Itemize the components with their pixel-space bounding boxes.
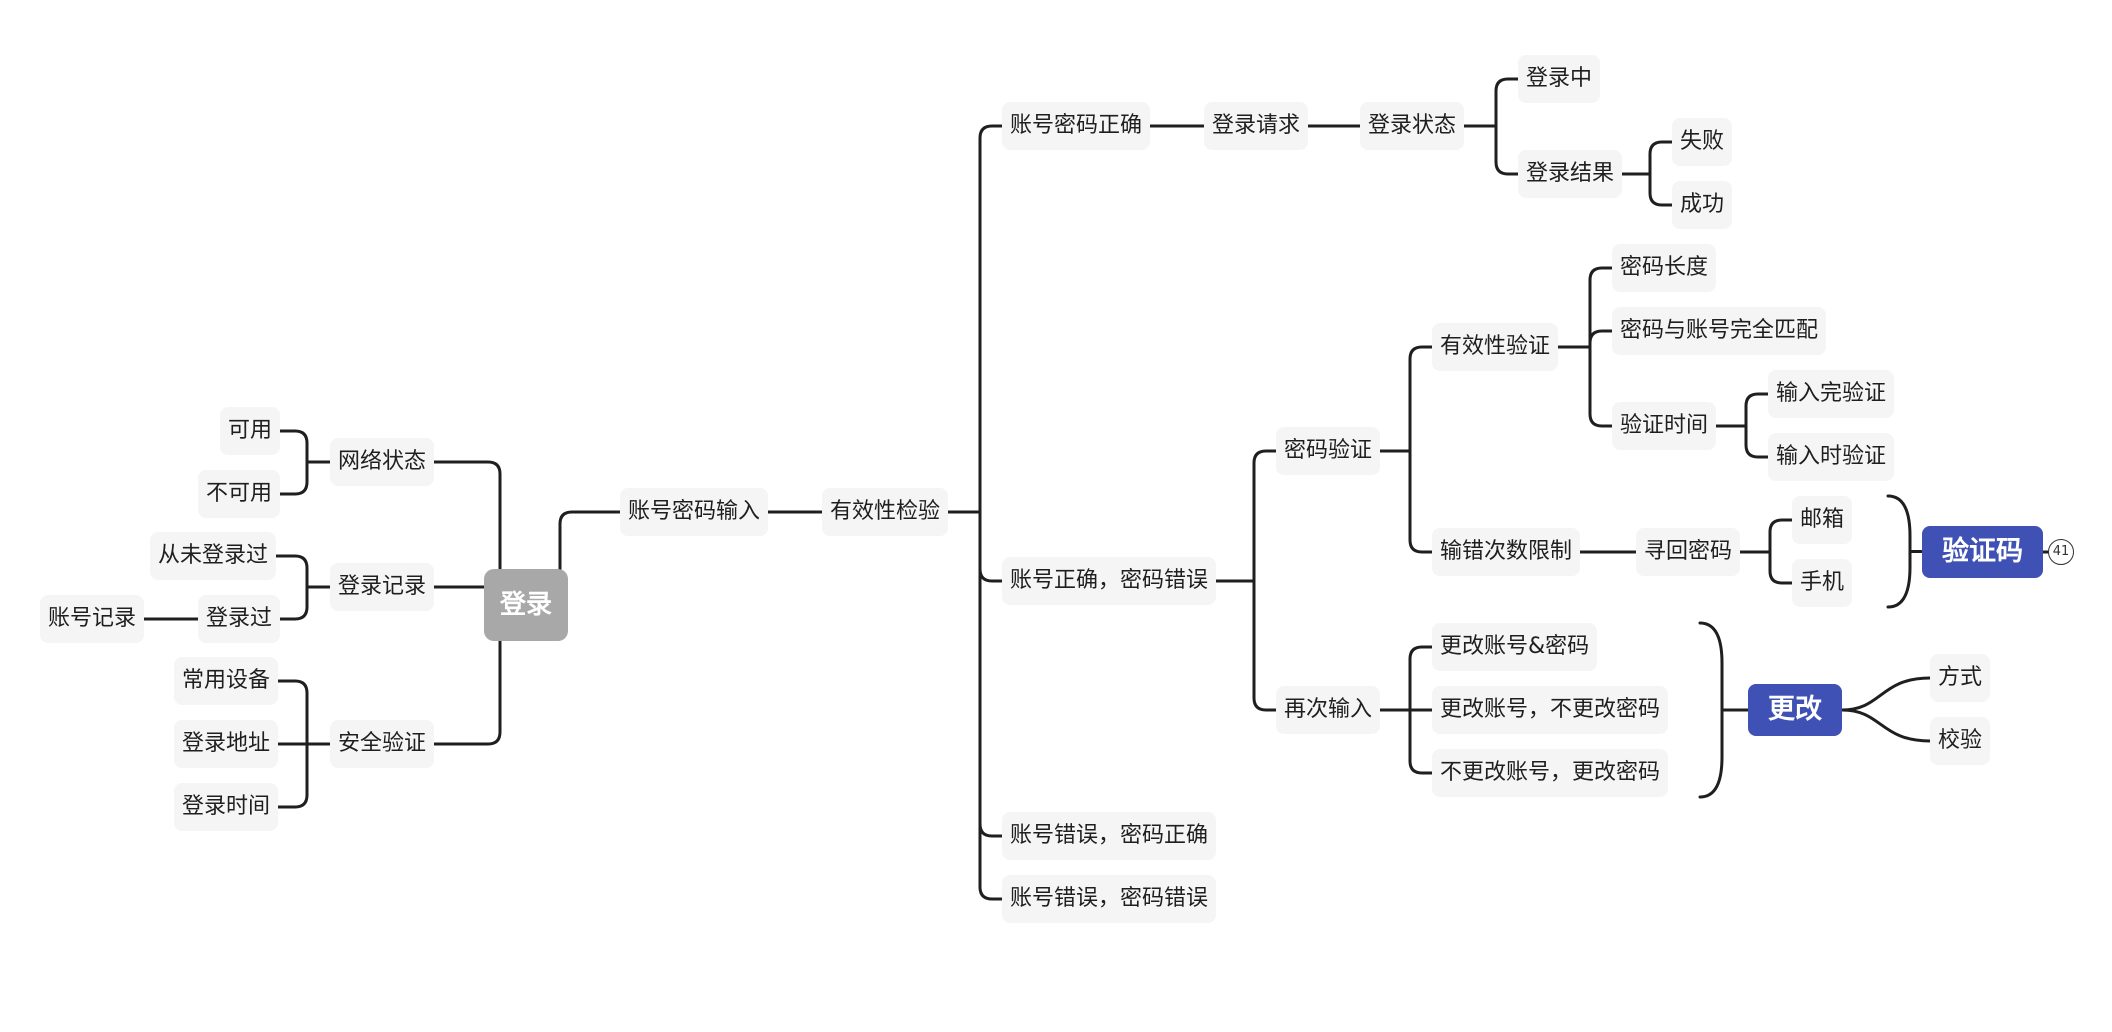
verify-fan-branch-0	[1408, 345, 1434, 453]
node-logging-in[interactable]: 登录中	[1518, 55, 1601, 103]
summary-change[interactable]: 更改	[1748, 684, 1842, 736]
node-reenter[interactable]: 再次输入	[1276, 686, 1381, 734]
root-main-link	[558, 510, 622, 571]
security-fan-branch-0	[276, 679, 309, 746]
node-validity-verify[interactable]: 有效性验证	[1432, 323, 1559, 371]
node-email[interactable]: 邮箱	[1792, 496, 1853, 544]
node-never-logged[interactable]: 从未登录过	[150, 532, 277, 580]
summary-verification-code[interactable]: 验证码	[1922, 526, 2043, 578]
check-fan-branch-2	[978, 510, 1004, 838]
check-fan-branch-0	[978, 124, 1004, 514]
state-fan-branch-0	[1494, 77, 1520, 128]
node-network-status[interactable]: 网络状态	[330, 438, 435, 486]
result-fan-branch-1	[1648, 172, 1674, 207]
state-fan-branch-1	[1494, 124, 1520, 176]
check-fan-branch-3	[978, 510, 1004, 901]
validity-fan-branch-1	[1588, 329, 1614, 349]
check-fan-branch-1	[978, 510, 1004, 583]
recover-fan-branch-0	[1768, 518, 1794, 554]
summary-code-bracket	[1886, 494, 1912, 609]
validity-fan-branch-2	[1588, 345, 1614, 428]
reenter-fan-branch-0	[1408, 645, 1434, 712]
node-login-request[interactable]: 登录请求	[1204, 102, 1309, 150]
history-fan-branch-1	[278, 585, 309, 621]
node-validity-check[interactable]: 有效性检验	[822, 488, 949, 536]
collapse-count-badge[interactable]: 41	[2048, 539, 2074, 565]
node-login-history[interactable]: 登录记录	[330, 563, 435, 611]
node-wrong-account-wrong-password[interactable]: 账号错误，密码错误	[1002, 875, 1217, 923]
node-verify-time[interactable]: 验证时间	[1612, 402, 1717, 450]
node-fail[interactable]: 失败	[1672, 118, 1733, 166]
node-credentials-correct[interactable]: 账号密码正确	[1002, 102, 1151, 150]
validity-fan-branch-0	[1588, 266, 1614, 349]
node-verify-after-input[interactable]: 输入完验证	[1768, 370, 1895, 418]
node-recover-password[interactable]: 寻回密码	[1636, 528, 1741, 576]
network-fan-branch-1	[278, 460, 309, 496]
node-method[interactable]: 方式	[1930, 654, 1991, 702]
change-curve-1	[1840, 708, 1932, 743]
history-fan-branch-0	[274, 554, 309, 589]
node-common-device[interactable]: 常用设备	[174, 657, 279, 705]
network-fan-branch-0	[278, 429, 309, 464]
node-wrong-password[interactable]: 账号正确，密码错误	[1002, 557, 1217, 605]
root-left-link-2	[432, 639, 502, 746]
node-login-location[interactable]: 登录地址	[174, 720, 279, 768]
node-check[interactable]: 校验	[1930, 717, 1991, 765]
reenter-fan-branch-2	[1408, 708, 1434, 775]
time-fan-branch-1	[1744, 424, 1770, 459]
root-node-login[interactable]: 登录	[484, 569, 569, 641]
node-change-password-only[interactable]: 不更改账号，更改密码	[1432, 749, 1669, 797]
change-curve-0	[1840, 676, 1932, 712]
wrongpw-fan-branch-0	[1252, 449, 1278, 583]
node-change-both[interactable]: 更改账号&密码	[1432, 623, 1598, 671]
node-verify-during-input[interactable]: 输入时验证	[1768, 433, 1895, 481]
node-error-limit[interactable]: 输错次数限制	[1432, 528, 1581, 576]
root-left-link-0	[432, 460, 502, 571]
summary-change-bracket	[1698, 621, 1724, 799]
node-login-result[interactable]: 登录结果	[1518, 150, 1623, 198]
node-unavailable[interactable]: 不可用	[198, 470, 281, 518]
node-account-record[interactable]: 账号记录	[40, 595, 145, 643]
node-available[interactable]: 可用	[220, 407, 281, 455]
node-wrong-account-right-password[interactable]: 账号错误，密码正确	[1002, 812, 1217, 860]
node-phone[interactable]: 手机	[1792, 559, 1853, 607]
node-security-check[interactable]: 安全验证	[330, 720, 435, 768]
result-fan-branch-0	[1648, 140, 1674, 176]
security-fan-branch-2	[276, 742, 309, 809]
node-password-match[interactable]: 密码与账号完全匹配	[1612, 307, 1827, 355]
wrongpw-fan-branch-1	[1252, 579, 1278, 712]
node-password-verify[interactable]: 密码验证	[1276, 427, 1381, 475]
verify-fan-branch-1	[1408, 449, 1434, 554]
node-logged-before[interactable]: 登录过	[198, 595, 281, 643]
node-success[interactable]: 成功	[1672, 181, 1733, 229]
recover-fan-branch-1	[1768, 550, 1794, 585]
node-password-length[interactable]: 密码长度	[1612, 244, 1717, 292]
time-fan-branch-0	[1744, 392, 1770, 428]
node-login-time[interactable]: 登录时间	[174, 783, 279, 831]
node-change-account-only[interactable]: 更改账号，不更改密码	[1432, 686, 1669, 734]
node-login-state[interactable]: 登录状态	[1360, 102, 1465, 150]
node-credential-input[interactable]: 账号密码输入	[620, 488, 769, 536]
